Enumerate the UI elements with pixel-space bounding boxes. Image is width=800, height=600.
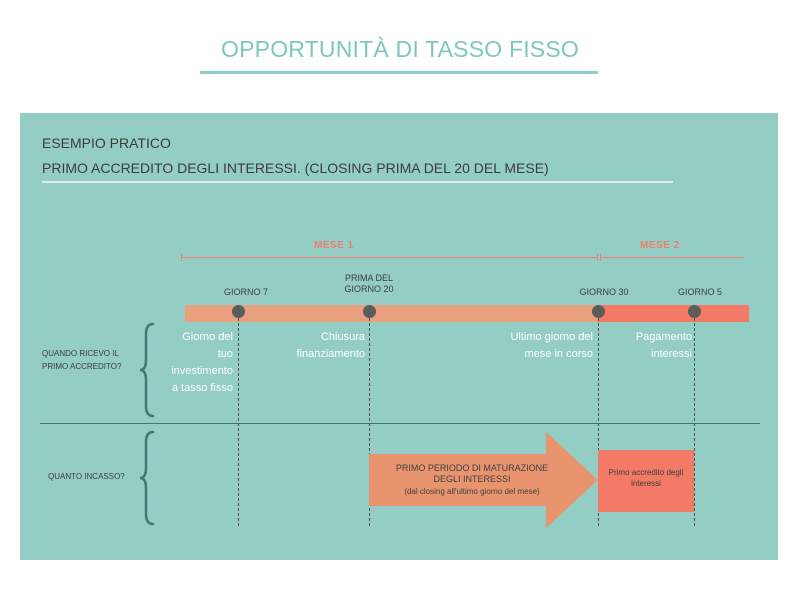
event-investment-day: Giorno del tuo investimento a tasso fiss… — [171, 331, 233, 394]
timeline-bar-month-1 — [185, 305, 598, 322]
diagram-subtitle: PRIMO ACCREDITO DEGLI INTERESSI. (CLOSIN… — [42, 160, 549, 176]
maturation-title: PRIMO PERIODO DI MATURAZIONE DEGLI INTER… — [395, 463, 549, 484]
brace-icon — [139, 322, 155, 418]
timeline-dot-giorno-5 — [688, 305, 701, 318]
day-label-giorno-30: GIORNO 30 — [579, 287, 629, 297]
maturation-detail: (dal closing all'ultimo giorno del mese) — [404, 487, 540, 496]
month-2-line — [600, 257, 744, 258]
guide-line-giorno-5 — [694, 318, 695, 526]
month-1-line — [181, 257, 598, 258]
row-label-when: QUANDO RICEVO IL PRIMO ACCREDITO? — [42, 349, 122, 371]
event-financing-closing: Chiusura finanziamento — [296, 331, 366, 360]
interest-credit-box — [598, 450, 694, 512]
guide-line-giorno-20 — [369, 318, 370, 526]
interest-credit-label: Primo accredito degli interessi — [608, 468, 684, 488]
timeline-dot-giorno-7 — [232, 305, 245, 318]
event-month-end: Ultimo giorno del mese in corso — [510, 331, 593, 360]
example-label: ESEMPIO PRATICO — [42, 135, 171, 151]
page-title: OPPORTUNITÀ DI TASSO FISSO — [221, 36, 579, 62]
timeline-dot-giorno-20 — [363, 305, 376, 318]
timeline-dot-giorno-30 — [592, 305, 605, 318]
day-label-prima-giorno-20: PRIMA DEL GIORNO 20 — [344, 273, 394, 294]
row-divider — [40, 423, 760, 424]
brace-icon — [139, 430, 155, 526]
month-2-start-tick — [600, 254, 601, 261]
day-label-giorno-7: GIORNO 7 — [223, 287, 268, 297]
month-1-end-tick — [597, 254, 598, 261]
month-2-label: MESE 2 — [640, 240, 680, 251]
guide-line-giorno-7 — [238, 318, 239, 526]
timeline-bar-month-2 — [598, 305, 749, 322]
subtitle-underline — [42, 181, 673, 183]
title-underline — [200, 71, 598, 74]
day-label-giorno-5: GIORNO 5 — [677, 287, 722, 297]
row-label-how-much: QUANTO INCASSO? — [48, 472, 125, 481]
maturation-arrow — [369, 432, 598, 528]
guide-line-giorno-30 — [598, 318, 599, 526]
event-interest-payment: Pagamento interessi — [635, 331, 692, 360]
month-1-start-tick — [181, 254, 182, 261]
month-1-label: MESE 1 — [314, 240, 354, 251]
